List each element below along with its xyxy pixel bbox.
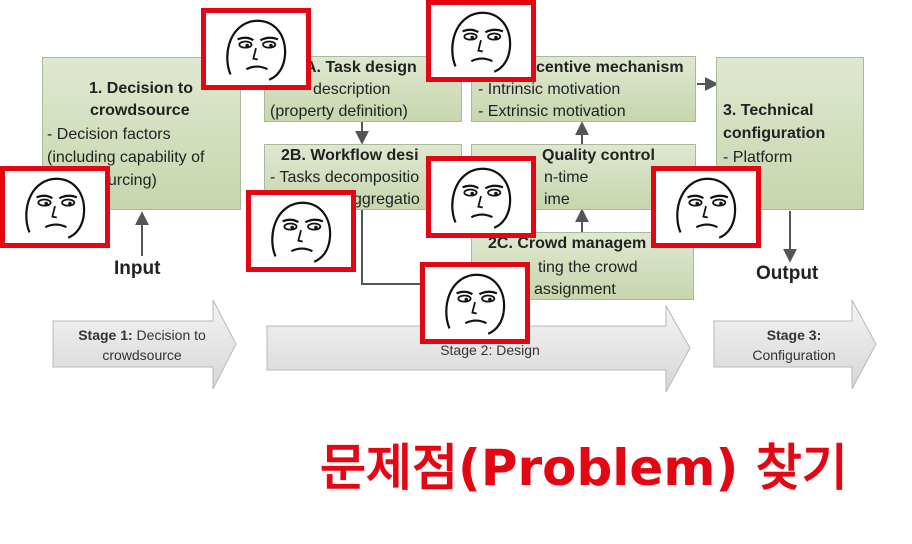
box-1-title-line2: crowdsource (90, 102, 190, 119)
box-2c-line1: ting the crowd (538, 259, 638, 276)
stage2-label-text: Stage 2: Design (440, 342, 540, 358)
box-2b-title: 2B. Workflow desi (281, 147, 419, 164)
box-2c-line2: assignment (534, 281, 616, 298)
box-3-title-line2: configuration (723, 125, 826, 142)
face-overlay-5 (426, 156, 536, 238)
input-label: Input (114, 258, 161, 279)
face-overlay-7 (420, 262, 530, 344)
annoyed-face-icon (676, 177, 737, 239)
box-1-line2: (including capability of (47, 149, 205, 166)
box-2d-title: centive mechanism (536, 59, 684, 76)
stage3-label-bold: Stage 3: (766, 327, 822, 343)
box-2b-line1: - Tasks decompositio (270, 169, 420, 186)
box-2e-title: Quality control (542, 147, 655, 164)
box-1-line3: ourcing) (99, 172, 157, 189)
stage1-label-line2: crowdsource (102, 347, 182, 363)
stage1-label-bold: Stage 1: (78, 327, 133, 343)
face-overlay-2 (426, 0, 536, 82)
box-2e-line2: ime (544, 191, 570, 208)
stage1-label: Stage 1: Decision to crowdsource (62, 325, 222, 365)
stage3-arrow (713, 299, 877, 390)
box-3-title-line1: 3. Technical (723, 102, 814, 119)
face-overlay-1 (201, 8, 311, 90)
box-2d-line2: - Extrinsic motivation (478, 103, 626, 120)
annoyed-face-icon (451, 11, 512, 73)
box-2e-line1: n-time (544, 169, 589, 186)
face-overlay-3 (0, 166, 110, 248)
face-overlay-4 (246, 190, 356, 272)
stage1-label-rest: Decision to (132, 327, 206, 343)
box-2a-line2: (property definition) (270, 103, 408, 120)
face-overlay-6 (651, 166, 761, 248)
box-2c-title: 2C. Crowd managem (488, 235, 647, 252)
annoyed-face-icon (445, 273, 506, 335)
output-label: Output (756, 263, 819, 284)
stage3-label: Stage 3: Configuration (724, 325, 864, 365)
box-3-line1: - Platform (723, 149, 793, 166)
box-2a-title: A. Task design (305, 59, 417, 76)
headline-title: 문제점(Problem) 찾기 (320, 439, 848, 497)
stage1-arrow (52, 299, 237, 390)
stage2-label: Stage 2: Design (420, 340, 560, 360)
annoyed-face-icon (25, 177, 86, 239)
stage3-label-line2: Configuration (752, 347, 836, 363)
box-1-title-line1: 1. Decision to (89, 80, 194, 97)
annoyed-face-icon (226, 19, 287, 81)
box-1-line1: - Decision factors (47, 126, 171, 143)
stage2-arrow (266, 304, 691, 393)
annoyed-face-icon (271, 201, 332, 263)
box-2b-line2: ggregatio (353, 191, 420, 208)
box-2a-line1: description (313, 81, 391, 98)
box-2d-line1: - Intrinsic motivation (478, 81, 621, 98)
annoyed-face-icon (451, 167, 512, 229)
